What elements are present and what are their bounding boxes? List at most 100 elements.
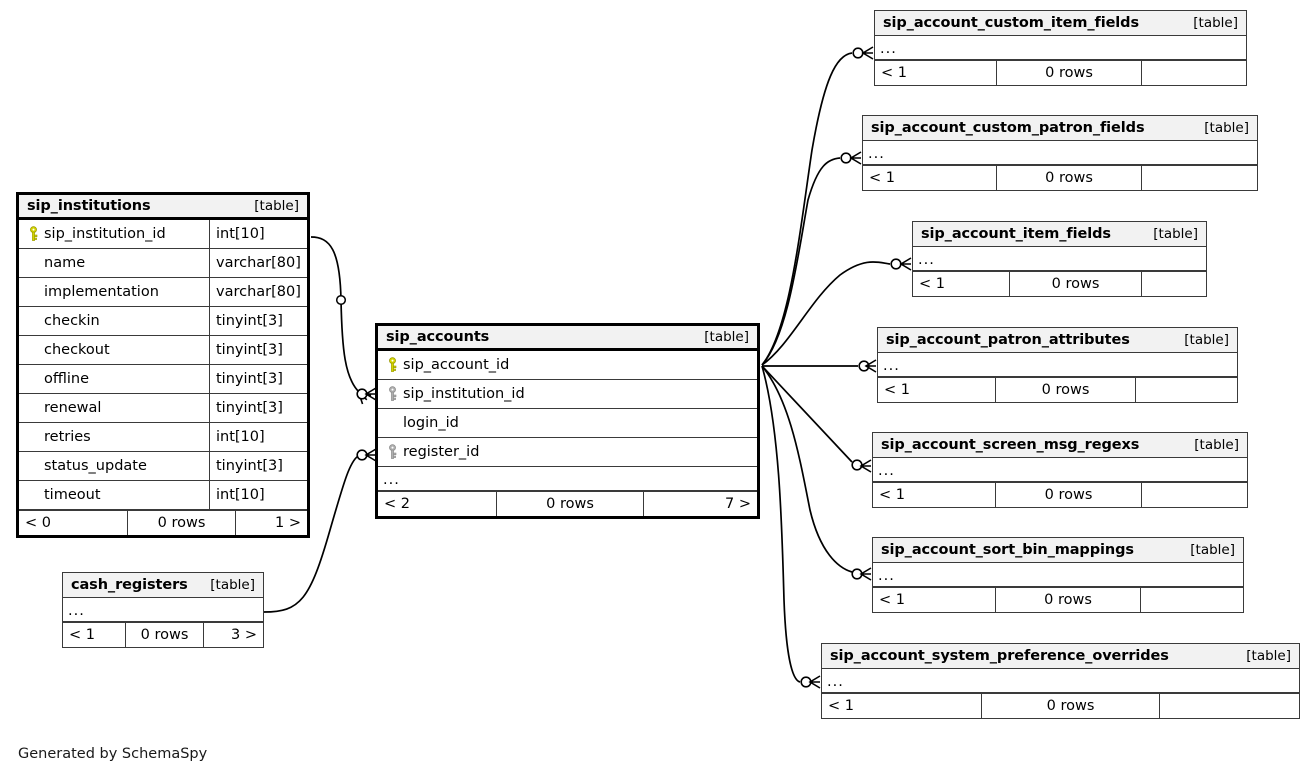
parent-count: < 0 <box>25 515 51 531</box>
child-count <box>1141 272 1206 296</box>
column-type: int[10] <box>209 481 307 509</box>
column-name: name <box>44 255 86 271</box>
parent-count: < 1 <box>879 487 905 503</box>
row-count: 0 rows <box>995 378 1135 402</box>
column-name: timeout <box>44 487 101 503</box>
row-count: 0 rows <box>996 61 1141 85</box>
column-name: status_update <box>44 458 147 474</box>
table-row[interactable]: checkout tinyint[3] <box>19 336 307 365</box>
column-type: tinyint[3] <box>209 365 307 393</box>
ellipsis-label: ... <box>383 472 400 488</box>
column-name: checkin <box>44 313 100 329</box>
table-row[interactable]: register_id <box>378 438 757 467</box>
column-name-cell: checkin <box>19 313 209 329</box>
more-columns-indicator[interactable]: ... <box>873 563 1243 587</box>
row-count: 0 rows <box>496 492 643 516</box>
column-name-cell: register_id <box>378 444 757 460</box>
parent-count: < 1 <box>69 627 95 643</box>
ellipsis-label: ... <box>878 463 895 479</box>
edge-sip-accounts-to-system-preference-overrides <box>761 365 801 683</box>
column-type: tinyint[3] <box>209 336 307 364</box>
table-title: sip_account_custom_item_fields <box>883 15 1139 31</box>
child-count <box>1159 694 1299 718</box>
table-title: sip_account_system_preference_overrides <box>830 648 1169 664</box>
table-sip_account_sort_bin_mappings[interactable]: sip_account_sort_bin_mappings[table]...<… <box>872 537 1244 613</box>
table-title: sip_institutions <box>27 198 151 214</box>
more-columns-indicator[interactable]: ... <box>878 353 1237 377</box>
table-row[interactable]: sip_account_id <box>378 351 757 380</box>
table-tag: [table] <box>1153 226 1198 242</box>
table-tag: [table] <box>1184 332 1229 348</box>
table-row[interactable]: sip_institution_id <box>378 380 757 409</box>
table-row[interactable]: status_update tinyint[3] <box>19 452 307 481</box>
column-name: register_id <box>403 444 480 460</box>
primary-key-icon <box>386 357 399 373</box>
column-name-cell: sip_account_id <box>378 357 757 373</box>
child-count <box>1141 483 1247 507</box>
column-name: retries <box>44 429 91 445</box>
edge-sip-accounts-to-item-fields <box>761 261 891 366</box>
table-row[interactable]: login_id <box>378 409 757 438</box>
table-tag: [table] <box>704 329 749 345</box>
row-count: 0 rows <box>127 511 235 535</box>
more-columns-indicator[interactable]: ... <box>863 141 1257 165</box>
table-row[interactable]: name varchar[80] <box>19 249 307 278</box>
column-name: offline <box>44 371 90 387</box>
table-title: sip_account_sort_bin_mappings <box>881 542 1134 558</box>
row-count: 0 rows <box>981 694 1159 718</box>
table-sip_accounts[interactable]: sip_accounts [table] sip_account_id sip_ins… <box>375 323 760 519</box>
table-title: sip_accounts <box>386 329 490 345</box>
more-columns-indicator[interactable]: ... <box>913 247 1206 271</box>
column-type: varchar[80] <box>209 249 307 277</box>
column-name-cell: implementation <box>19 284 209 300</box>
more-columns-indicator[interactable]: ... <box>822 669 1299 693</box>
table-sip_institutions[interactable]: sip_institutions[table]sip_institution_i… <box>16 192 310 538</box>
foreign-key-icon <box>386 386 399 402</box>
table-row[interactable]: timeout int[10] <box>19 481 307 510</box>
more-columns-indicator[interactable]: ... <box>378 467 757 491</box>
column-type: tinyint[3] <box>209 307 307 335</box>
column-type: tinyint[3] <box>209 452 307 480</box>
table-sip_account_patron_attributes[interactable]: sip_account_patron_attributes[table]...<… <box>877 327 1238 403</box>
table-header-sip_account_item_fields: sip_account_item_fields [table] <box>913 222 1206 247</box>
table-row[interactable]: offline tinyint[3] <box>19 365 307 394</box>
table-sip_account_custom_item_fields[interactable]: sip_account_custom_item_fields [table]...… <box>874 10 1247 86</box>
more-columns-indicator[interactable]: ... <box>875 36 1246 60</box>
edge-sip-accounts-to-sort-bin-mappings <box>761 365 853 573</box>
edge-sip-institutions-to-sip-accounts <box>310 236 359 392</box>
table-sip_account_screen_msg_regexs[interactable]: sip_account_screen_msg_regexs[table]...<… <box>872 432 1248 508</box>
column-name: checkout <box>44 342 110 358</box>
column-name: sip_institution_id <box>44 226 166 242</box>
table-tag: [table] <box>1204 120 1249 136</box>
child-count: 7 > <box>643 492 757 516</box>
table-title: sip_account_item_fields <box>921 226 1111 242</box>
table-tag: [table] <box>210 577 255 593</box>
parent-count: < 1 <box>919 276 945 292</box>
table-tag: [table] <box>1193 15 1238 31</box>
column-name: sip_institution_id <box>403 386 525 402</box>
more-columns-indicator[interactable]: ... <box>63 598 263 622</box>
ellipsis-label: ... <box>868 146 885 162</box>
primary-key-icon <box>27 226 40 242</box>
more-columns-indicator[interactable]: ... <box>873 458 1247 482</box>
column-name-cell: checkout <box>19 342 209 358</box>
column-type: varchar[80] <box>209 278 307 306</box>
table-sip_account_custom_patron_fields[interactable]: sip_account_custom_patron_fields[table].… <box>862 115 1258 191</box>
column-name-cell: timeout <box>19 487 209 503</box>
row-count: 0 rows <box>995 588 1140 612</box>
table-header-sip_account_sort_bin_mappings: sip_account_sort_bin_mappings[table] <box>873 538 1243 563</box>
table-row[interactable]: checkin tinyint[3] <box>19 307 307 336</box>
table-sip_account_system_preference_overrides[interactable]: sip_account_system_preference_overrides[… <box>821 643 1300 719</box>
child-count: 1 > <box>235 511 307 535</box>
